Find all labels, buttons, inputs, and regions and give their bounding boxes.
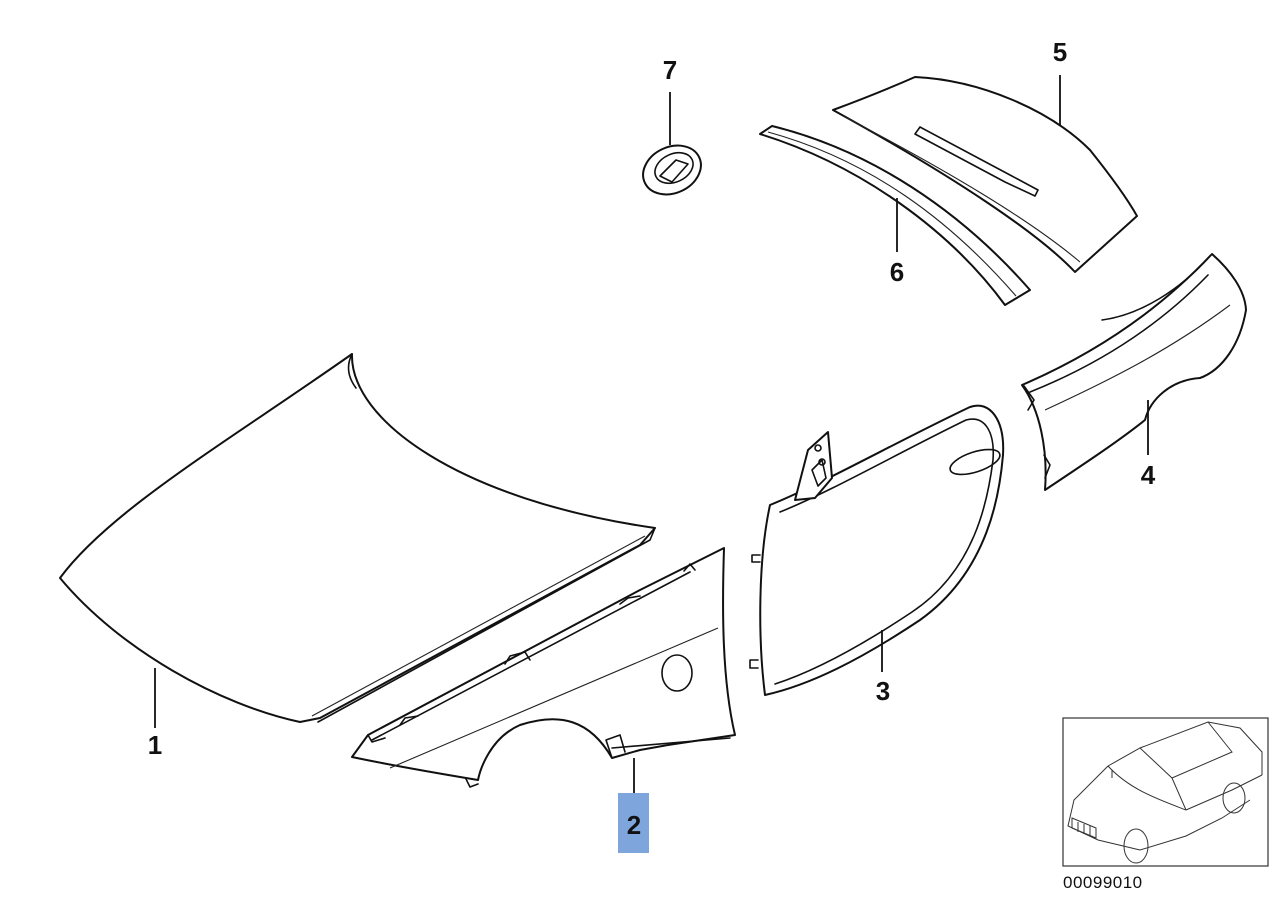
callout-2-highlight	[618, 793, 649, 853]
callouts: 1 2 3 4 5 6 7	[148, 37, 1156, 853]
callout-label-6[interactable]: 6	[890, 257, 904, 287]
callout-label-5[interactable]: 5	[1053, 37, 1067, 67]
part-6-trim-strip[interactable]	[759, 125, 1031, 306]
part-1-hood[interactable]	[59, 353, 656, 723]
part-3-door[interactable]	[749, 404, 1005, 696]
diagram-reference-number: 00099010	[1063, 873, 1143, 892]
thumbnail-frame	[1062, 717, 1269, 867]
part-5-roof-panel[interactable]	[832, 76, 1138, 273]
leader-lines	[154, 75, 1149, 793]
part-7-fuel-filler-flap[interactable]	[635, 136, 709, 203]
callout-label-2[interactable]: 2	[627, 810, 641, 840]
callout-label-4[interactable]: 4	[1141, 460, 1156, 490]
callout-label-1[interactable]: 1	[148, 730, 162, 760]
part-4-rear-quarter-panel[interactable]	[1021, 253, 1247, 491]
part-2-front-fender[interactable]	[351, 547, 736, 788]
callout-label-3[interactable]: 3	[876, 676, 890, 706]
car-thumbnail-icon	[1062, 717, 1269, 867]
callout-label-7[interactable]: 7	[663, 55, 677, 85]
